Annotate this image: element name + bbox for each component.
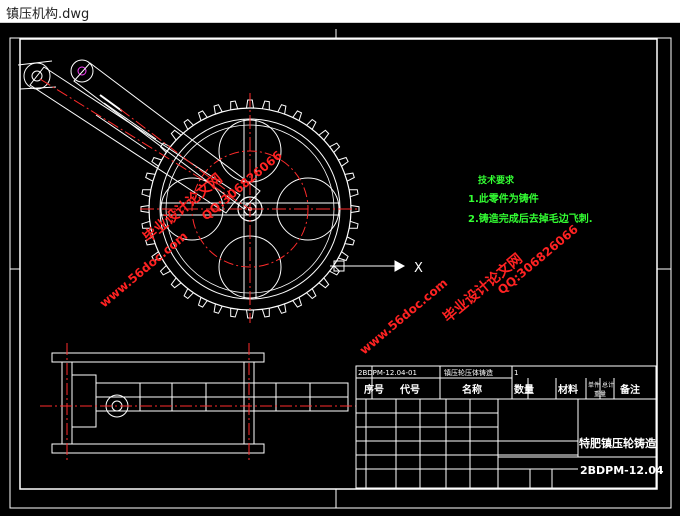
- wheel-tooth: [213, 303, 223, 314]
- header-material: 材料: [558, 383, 578, 396]
- title-bar: 镇压机构.dwg: [0, 0, 680, 23]
- tech-requirements-heading: 技术要求: [478, 174, 515, 186]
- watermark-url-1: www.56doc.com: [97, 229, 190, 311]
- header-name: 名称: [462, 383, 482, 396]
- wheel-tooth: [213, 104, 223, 115]
- wheel-tooth: [151, 251, 162, 262]
- wheel-tooth: [350, 205, 360, 213]
- wheel-tooth: [329, 265, 341, 276]
- wheel-tooth: [338, 251, 349, 262]
- wheel-tooth: [141, 220, 151, 229]
- wheel-tooth: [145, 172, 156, 182]
- title-block: [355, 365, 657, 489]
- wheel-tooth: [183, 288, 194, 300]
- wheel-tooth: [159, 142, 171, 153]
- header-weight-single: 单件: [588, 381, 600, 389]
- wheel-tooth: [329, 142, 341, 153]
- wheel-tooth: [318, 129, 330, 141]
- tech-requirement-2: 2.铸造完成后去掉毛边飞刺.: [468, 212, 593, 225]
- wheel-tooth: [318, 277, 330, 289]
- wheel-tooth: [230, 100, 239, 110]
- wheel-tooth: [183, 118, 194, 130]
- header-code: 代号: [399, 383, 420, 396]
- inner-frame: [19, 38, 658, 490]
- wheel-tooth: [197, 297, 208, 308]
- bracket: [330, 260, 406, 272]
- wheel-tooth: [230, 308, 239, 318]
- wheel-tooth: [277, 303, 287, 314]
- wheel-tooth: [349, 189, 359, 198]
- cad-drawing: X 技术要求 1.此零件为铸件 2.铸造完成后去掉毛边飞刺.: [9, 29, 672, 509]
- wheel-tooth: [145, 236, 156, 246]
- wheel-tooth: [292, 297, 303, 308]
- window-title: 镇压机构.dwg: [6, 7, 90, 22]
- wheel-tooth: [261, 100, 270, 110]
- header-weight: 重量: [594, 390, 606, 398]
- wheel-tooth: [292, 110, 303, 121]
- wheel-tooth: [197, 110, 208, 121]
- wheel-tooth: [170, 277, 182, 289]
- header-remark: 备注: [619, 383, 640, 396]
- arm-assembly: [17, 59, 261, 214]
- header-seq: 序号: [364, 383, 384, 396]
- wheel-tooth: [344, 236, 355, 246]
- wheel-tooth: [141, 189, 151, 198]
- wheel-tooth: [344, 172, 355, 182]
- wheel-tooth: [338, 156, 349, 167]
- bom-row-qty: 1: [514, 369, 518, 377]
- wheel-tooth: [170, 129, 182, 141]
- wheel-tooth: [349, 220, 359, 229]
- cad-drawing-canvas[interactable]: X 技术要求 1.此零件为铸件 2.铸造完成后去掉毛边飞刺.: [0, 23, 680, 516]
- bom-row-code: 2BDPM-12.04-01: [358, 369, 417, 377]
- tech-requirement-1: 1.此零件为铸件: [468, 192, 539, 205]
- bom-row-name: 镇压轮压体铸造: [444, 368, 493, 377]
- wheel-tooth: [306, 288, 317, 300]
- wheel-tooth: [151, 156, 162, 167]
- wheel-tooth: [277, 104, 287, 115]
- outer-frame: [9, 37, 672, 509]
- wheel-tooth: [159, 265, 171, 276]
- wheel-tooth: [261, 308, 270, 318]
- watermark-url-2: www.56doc.com: [357, 276, 450, 358]
- wheel-tooth: [306, 118, 317, 130]
- wheel-side-view: [40, 343, 356, 463]
- product-name: 特肥镇压轮铸造: [579, 436, 657, 450]
- drawing-number: 2BDPM-12.04: [580, 464, 664, 477]
- header-weight-total: 总计: [602, 381, 614, 389]
- x-axis-label: X: [414, 261, 423, 276]
- header-qty: 数量: [514, 383, 534, 396]
